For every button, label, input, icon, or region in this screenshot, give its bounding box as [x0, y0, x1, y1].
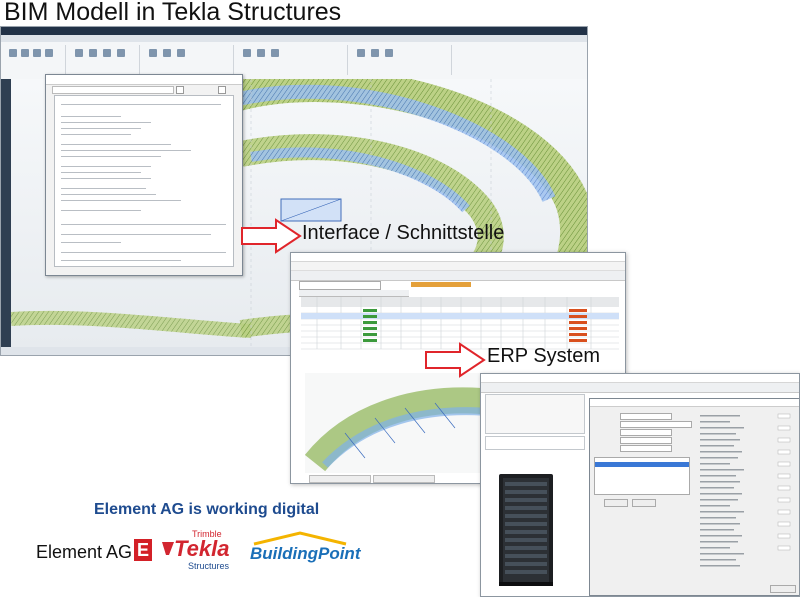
drawing-icon[interactable] — [357, 49, 365, 57]
interface-titlebar — [291, 253, 625, 262]
element-3d-preview — [305, 373, 505, 473]
tekla-mark-icon — [162, 542, 174, 555]
checkbox-1[interactable] — [176, 86, 184, 94]
roof-mark-icon — [253, 531, 347, 546]
erp-window — [480, 373, 800, 597]
erp-tabs[interactable] — [481, 383, 799, 393]
sub-tabs[interactable] — [299, 290, 409, 297]
tekla-logo: Trimble Tekla Structures — [160, 529, 240, 576]
interface-tabs[interactable] — [291, 271, 625, 281]
bim-title: BIM Modell in Tekla Structures — [4, 0, 342, 26]
project-selector[interactable] — [299, 281, 381, 290]
red-arrow-to-interface — [241, 218, 302, 254]
tekla-ribbon — [1, 35, 587, 80]
ribbon-group-2 — [69, 45, 140, 75]
panel-icon[interactable] — [33, 49, 41, 57]
interface-button-1[interactable] — [309, 475, 371, 483]
erp-button-b[interactable] — [632, 499, 656, 507]
erp-titlebar — [481, 374, 799, 383]
tekla-titlebar — [1, 27, 587, 35]
object-id-field[interactable] — [52, 86, 174, 94]
red-arrow-to-erp — [425, 342, 486, 378]
erp-label: ERP System — [487, 345, 600, 367]
erp-filter-panel[interactable] — [485, 394, 585, 434]
interface-window — [290, 252, 626, 484]
erp-list[interactable] — [485, 436, 585, 450]
checkbox-2[interactable] — [218, 86, 226, 94]
ribbon-group-3 — [143, 45, 234, 75]
field-3[interactable] — [620, 429, 672, 436]
ribbon-group-4 — [237, 45, 348, 75]
column-icon[interactable] — [21, 49, 29, 57]
erp-close-button[interactable] — [770, 585, 796, 593]
field-2[interactable] — [620, 421, 692, 428]
view-icon[interactable] — [257, 49, 265, 57]
bolt-icon[interactable] — [117, 49, 125, 57]
tekla-ribbon-tabs[interactable] — [1, 35, 587, 42]
weld-icon[interactable] — [103, 49, 111, 57]
cut-icon[interactable] — [149, 49, 157, 57]
ribbon-group-5 — [351, 45, 452, 75]
object-properties-report — [54, 95, 234, 267]
parts-table[interactable] — [301, 297, 619, 367]
item-sublist[interactable] — [594, 457, 690, 495]
status-text — [411, 282, 471, 287]
erp-button-a[interactable] — [604, 499, 628, 507]
interface-label: Interface / Schnittstelle — [302, 222, 505, 244]
ribbon-group-1 — [5, 45, 66, 75]
erp-item-dialog — [589, 398, 799, 596]
buildingpoint-logo: BuildingPoint — [250, 531, 360, 576]
beam-icon[interactable] — [9, 49, 17, 57]
tekla-side-toolbar[interactable] — [1, 79, 11, 349]
field-1[interactable] — [620, 413, 672, 420]
server-rack-icon — [499, 474, 553, 586]
interface-button-2[interactable] — [373, 475, 435, 483]
field-4[interactable] — [620, 437, 672, 444]
slab-icon[interactable] — [45, 49, 53, 57]
dialog-titlebar — [46, 75, 242, 85]
fitting-icon[interactable] — [163, 49, 171, 57]
component-icon[interactable] — [89, 49, 97, 57]
measure-icon[interactable] — [271, 49, 279, 57]
rebar-icon[interactable] — [75, 49, 83, 57]
erp-attribute-list — [700, 413, 795, 583]
tagline: Element AG is working digital — [94, 501, 320, 518]
report-icon[interactable] — [371, 49, 379, 57]
interface-menubar[interactable] — [291, 262, 625, 271]
export-icon[interactable] — [385, 49, 393, 57]
inquire-object-dialog — [45, 74, 243, 276]
chamfer-icon[interactable] — [177, 49, 185, 57]
grid-icon[interactable] — [243, 49, 251, 57]
field-5[interactable] — [620, 445, 672, 452]
